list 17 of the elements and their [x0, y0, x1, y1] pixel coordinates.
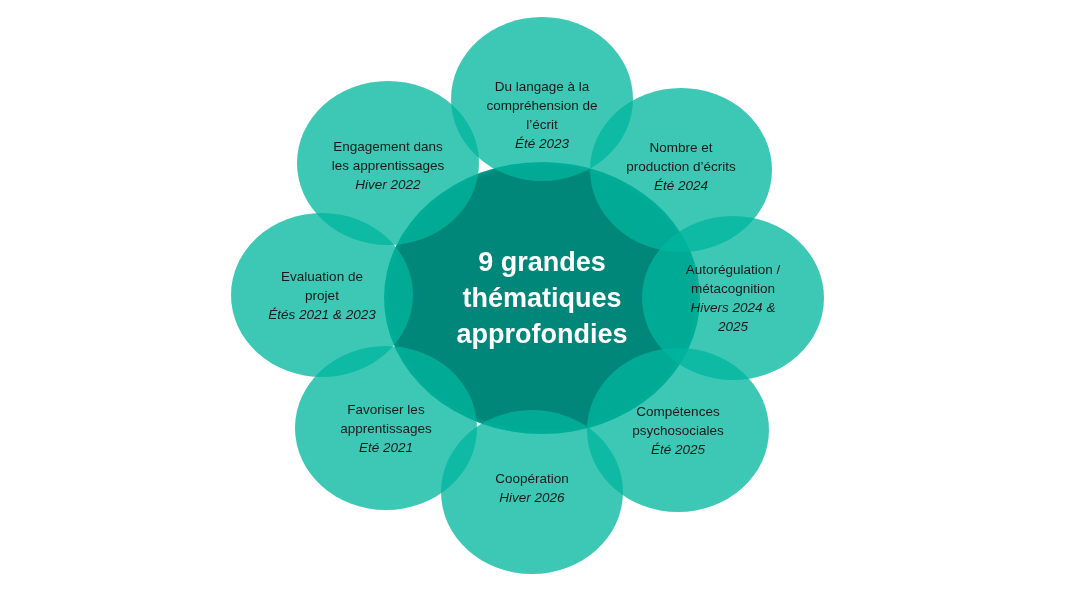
date-label: Hiver 2022 — [355, 175, 421, 194]
date-label: Été 2025 — [650, 440, 705, 459]
date-label: Été 2023 — [514, 135, 569, 153]
theme-label: Engagement dans les apprentissages — [330, 137, 446, 175]
theme-label: Evaluation de projet — [280, 267, 364, 305]
date-label: Hiver 2026 — [499, 489, 565, 507]
central-title: 9 grandes thématiques approfondies — [455, 246, 629, 351]
date-label: Étés 2021 & 2023 — [268, 305, 376, 324]
date-label: Hivers 2024 & 2025 — [689, 299, 777, 336]
date-label: Été 2024 — [653, 176, 708, 195]
date-label: Eté 2021 — [358, 438, 413, 457]
theme-label: Autorégulation / métacognition — [684, 261, 782, 298]
theme-label: Compétences psychosociales — [631, 402, 725, 440]
theme-label: Nombre et production d’écrits — [626, 138, 736, 176]
theme-label: Du langage à la compréhension de l’écrit — [485, 78, 599, 134]
theme-label: Coopération — [495, 470, 569, 488]
theme-label: Favoriser les apprentissages — [339, 400, 433, 438]
